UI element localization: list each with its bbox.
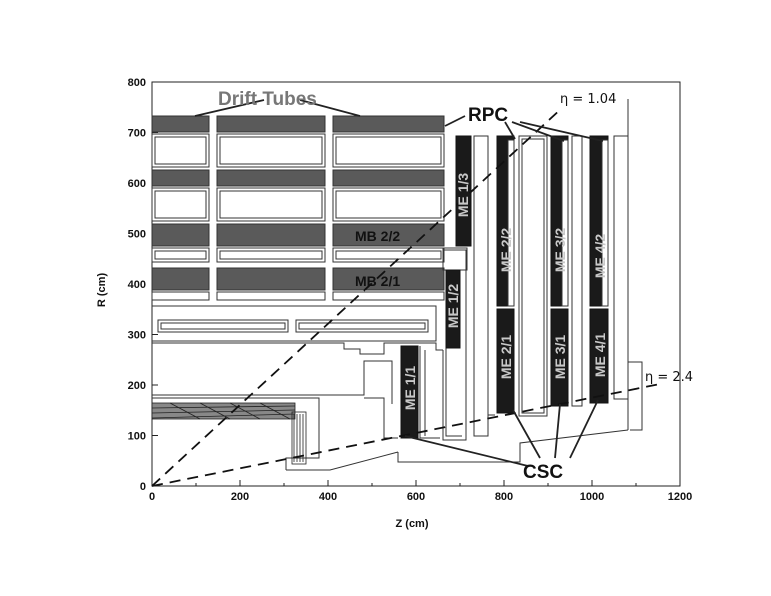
y-tick-label: 400 — [128, 279, 146, 291]
barrel-drift-tube-chambers — [151, 115, 445, 301]
mb2-frame-inner — [154, 250, 207, 260]
me11-label: ME 1/1 — [402, 366, 418, 411]
mb2-frame-inner — [219, 250, 323, 260]
me21-label: ME 2/1 — [498, 335, 514, 380]
csc-me41 — [589, 308, 609, 404]
mb4-chamber — [332, 115, 445, 133]
mb3-frame — [216, 187, 326, 222]
eta-lines — [151, 107, 661, 487]
mb2-chamber — [216, 223, 326, 247]
endcap-rpc-strips — [507, 139, 609, 307]
mb3-chamber — [151, 169, 210, 187]
eta-1.04-label: η = 1.04 — [560, 92, 616, 107]
x-tick-label: 1200 — [668, 491, 692, 503]
x-tick-label: 1000 — [580, 491, 604, 503]
mb22-label: MB 2/2 — [355, 228, 400, 244]
x-tick-labels: 0 200 400 600 800 1000 1200 — [149, 491, 692, 503]
mb4-frame-inner — [154, 136, 207, 165]
me32-label: ME 3/2 — [552, 228, 568, 273]
mb4-chamber — [216, 115, 326, 133]
mb4-frame — [151, 133, 210, 168]
mb3-frame — [151, 187, 210, 222]
mb4-frame-inner — [335, 136, 442, 165]
x-axis-title: Z (cm) — [396, 518, 429, 530]
csc-label: CSC — [523, 462, 563, 483]
x-tick-label: 800 — [495, 491, 513, 503]
mb4-frame — [332, 133, 445, 168]
me41-label: ME 4/1 — [592, 333, 608, 378]
mb2-frame — [151, 247, 210, 263]
mb2-frame — [216, 247, 326, 263]
mb2-frame — [332, 247, 445, 263]
eta-1.04-line — [151, 107, 563, 487]
x-tick-label: 400 — [319, 491, 337, 503]
mb4-frame-inner — [219, 136, 323, 165]
drift-tubes-label: Drift Tubes — [218, 89, 317, 110]
y-axis-title: R (cm) — [96, 273, 108, 308]
mb2-chamber — [332, 223, 445, 247]
mb3-frame-inner — [154, 190, 207, 219]
mb1-chamber — [151, 267, 210, 291]
eta-2.4-label: η = 2.4 — [645, 370, 693, 385]
mb3-frame-inner — [335, 190, 442, 219]
y-tick-label: 0 — [140, 481, 146, 493]
mb1-frame — [332, 291, 445, 301]
y-tick-labels: 0 100 200 300 400 500 600 700 800 — [128, 77, 146, 493]
y-tick-label: 500 — [128, 229, 146, 241]
rpc-label: RPC — [468, 105, 508, 126]
me13-label: ME 1/3 — [455, 173, 471, 218]
csc-me12 — [445, 269, 461, 349]
mb4-frame — [216, 133, 326, 168]
tracker-region — [151, 402, 307, 465]
me22-label: ME 2/2 — [498, 228, 514, 273]
mb1-frame — [151, 291, 210, 301]
mb2-chamber — [151, 223, 210, 247]
mb3-chamber — [332, 169, 445, 187]
mb3-chamber — [216, 169, 326, 187]
mb1-frame — [216, 291, 326, 301]
mb4-chamber — [151, 115, 210, 133]
x-tick-label: 200 — [231, 491, 249, 503]
y-tick-label: 100 — [128, 431, 146, 443]
mb2-frame-inner — [335, 250, 442, 260]
y-tick-label: 300 — [128, 330, 146, 342]
mb1-chamber — [216, 267, 326, 291]
me12-label: ME 1/2 — [445, 284, 461, 329]
y-tick-label: 700 — [128, 128, 146, 140]
y-tick-label: 200 — [128, 380, 146, 392]
x-axis-ticks — [151, 480, 681, 486]
pointer-lines — [194, 99, 604, 467]
y-tick-label: 600 — [128, 178, 146, 190]
mb21-label: MB 2/1 — [355, 273, 400, 289]
eta-2.4-line — [151, 383, 661, 487]
x-tick-label: 600 — [407, 491, 425, 503]
y-tick-label: 800 — [128, 77, 146, 89]
mb1-chamber — [332, 267, 445, 291]
csc-me21 — [496, 308, 515, 414]
x-tick-label: 0 — [149, 491, 155, 503]
me42-label: ME 4/2 — [592, 234, 608, 279]
mb3-frame-inner — [219, 190, 323, 219]
mb3-frame — [332, 187, 445, 222]
me31-label: ME 3/1 — [552, 335, 568, 380]
